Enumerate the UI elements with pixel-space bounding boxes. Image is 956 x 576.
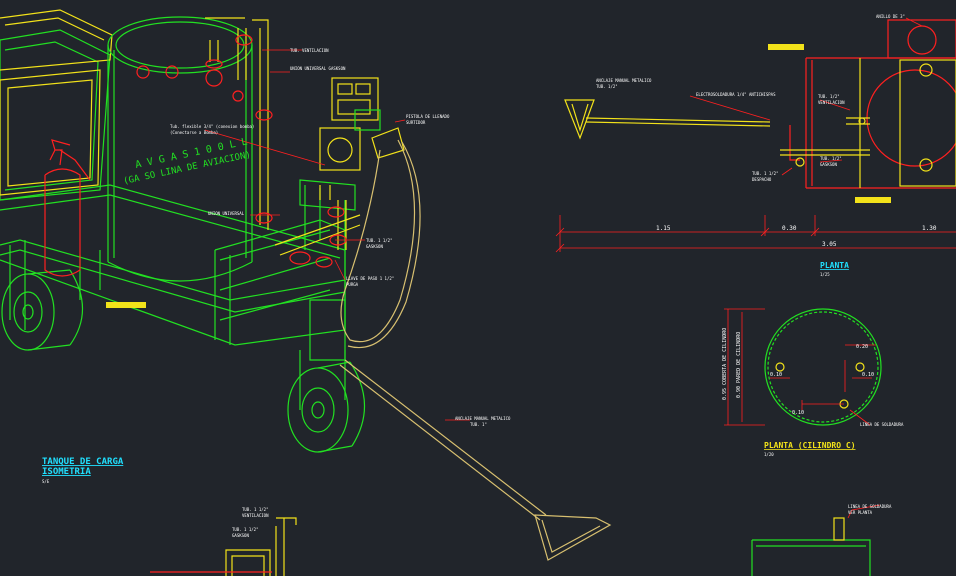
cylinder-outer: [764, 308, 882, 426]
plan-dim-1: 1.15: [656, 225, 671, 232]
plan-dim-2: 0.30: [782, 225, 797, 232]
plan-tow-bar: [564, 99, 771, 140]
pump: [319, 77, 405, 171]
marker-bar: [106, 302, 146, 308]
cyl-d4: 0.10: [792, 410, 804, 416]
callout-tube-gasket: TUB. 1 1/2": [366, 238, 393, 243]
plan-scale: 1/25: [820, 272, 830, 277]
plan-dimensions: [555, 215, 956, 253]
callout-pump-2: (Conectarse a Bomba): [170, 130, 218, 135]
plan-union: TUB. 1/2": [820, 156, 842, 161]
plan-marker-top: [768, 44, 804, 50]
callout-union-gasket: UNION UNIVERSAL GASKSON: [290, 66, 346, 71]
plan-vent-2: VENTILACION: [818, 100, 845, 105]
iso-scale: S/E: [42, 479, 50, 484]
plan-vent: TUB. 1/2": [818, 94, 840, 99]
extinguisher: [44, 139, 91, 277]
plan-dispatch-2: DESPACHO: [752, 177, 772, 182]
plan-elec: ELECTROSOLDADURA 1/4" ANTICHISPAS: [696, 92, 776, 97]
cyl-d1: 0.20: [856, 344, 868, 350]
callout-universal-union: UNION UNIVERSAL: [208, 211, 245, 216]
callout-tow-bar-2: TUB. 1": [470, 422, 487, 427]
callout-pistol: PISTOLA DE LLENADO: [406, 114, 450, 119]
callout-pistol-2: SURTIDOR: [406, 120, 426, 125]
plan-dim-total: 3.05: [822, 241, 837, 248]
plan-tow-label: ANCLAJE MANUAL METALICO: [596, 78, 652, 83]
cyl-scale: 1/20: [764, 452, 774, 457]
bottom-detail: [150, 517, 297, 576]
iso-subtitle: ISOMETRIA: [42, 467, 91, 477]
bottom-weld: LINEA DE SOLDADURA: [848, 504, 892, 509]
plan-tow-label-2: TUB. 1/2": [596, 84, 618, 89]
bottom-gasket-2: GASKSON: [232, 533, 249, 538]
callout-pass-key-2: PURGA: [346, 282, 359, 287]
cyl-dim-outer: 0.95 COBERTA DE CILINDRO: [722, 328, 728, 400]
cyl-weld: LINEA DE SOLDADURA: [860, 422, 904, 427]
plan-dim-3: 1.30: [922, 225, 937, 232]
cyl-d2: 0.10: [770, 372, 782, 378]
plan-leaders: [689, 17, 923, 176]
cylinder-plan: [724, 308, 882, 426]
cyl-d3: 0.10: [862, 372, 874, 378]
cyl-dim-inner: 0.90 PARED DE CILINDRO: [736, 332, 742, 398]
plan-details: [780, 59, 956, 187]
bottom-weld-2: VER PLANTA: [848, 510, 873, 515]
cyl-title: PLANTA (CILINDRO C): [764, 441, 856, 450]
labels: A V G A S 1 0 0 L L (GA SO LINA DE AVIAC…: [42, 14, 937, 538]
cylinder-dims: [724, 308, 876, 426]
plan-marker-bottom: [855, 197, 891, 203]
trailer-frame: [0, 29, 356, 410]
bottom-gasket: TUB. 1 1/2": [232, 527, 259, 532]
plan-union-2: GASKSON: [820, 162, 837, 167]
wheels: [1, 269, 366, 453]
callout-pump: Tub. flexible 3/4" (conexion bomba): [170, 124, 254, 129]
callout-tube-gasket-2: GASKSON: [366, 244, 383, 249]
callout-ventilation: TUB. VENTILACION: [290, 48, 329, 53]
cylinder-inner: [767, 311, 879, 423]
plan-title: PLANTA: [820, 261, 849, 270]
isometric-view: [0, 9, 612, 576]
pipes: [205, 17, 361, 256]
iso-title: TANQUE DE CARGA: [42, 457, 124, 467]
bottom-vent-2: VENTILACION: [242, 513, 269, 518]
cylinder-holes: [775, 362, 865, 409]
bottom-right-detail: [751, 504, 881, 576]
plan-dispatch: TUB. 1 1/2": [752, 171, 779, 176]
callout-tow-bar: ANCLAJE MANUAL METALICO: [455, 416, 511, 421]
plan-view: [555, 17, 956, 253]
leader-lines: [204, 49, 470, 421]
hose: [340, 139, 421, 349]
tow-bar: [339, 359, 612, 561]
plan-ring: ANILLO DE 3": [876, 14, 905, 19]
callout-pass-key: LLAVE DE PASO 1 1/2": [346, 276, 394, 281]
bottom-vent: TUB. 1 1/2": [242, 507, 269, 512]
